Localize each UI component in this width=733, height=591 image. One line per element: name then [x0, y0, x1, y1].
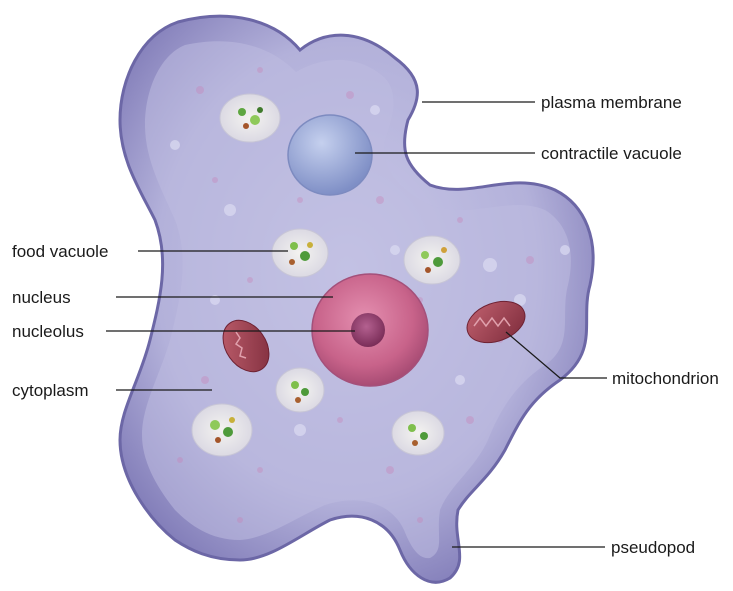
- food-vacuole: [276, 368, 324, 412]
- label-plasma-membrane: plasma membrane: [541, 93, 682, 112]
- food-vacuole: [220, 94, 280, 142]
- label-nucleolus: nucleolus: [12, 322, 84, 341]
- food-vacuole: [192, 404, 252, 456]
- label-cytoplasm: cytoplasm: [12, 381, 89, 400]
- label-mitochondrion: mitochondrion: [612, 369, 719, 388]
- label-food-vacuole: food vacuole: [12, 242, 108, 261]
- label-nucleus: nucleus: [12, 288, 71, 307]
- food-vacuole: [404, 236, 460, 284]
- food-vacuole: [392, 411, 444, 455]
- contractile-vacuole: [288, 115, 372, 195]
- label-contractile-vacuole: contractile vacuole: [541, 144, 682, 163]
- food-vacuole: [272, 229, 328, 277]
- nucleolus: [351, 313, 385, 347]
- label-pseudopod: pseudopod: [611, 538, 695, 557]
